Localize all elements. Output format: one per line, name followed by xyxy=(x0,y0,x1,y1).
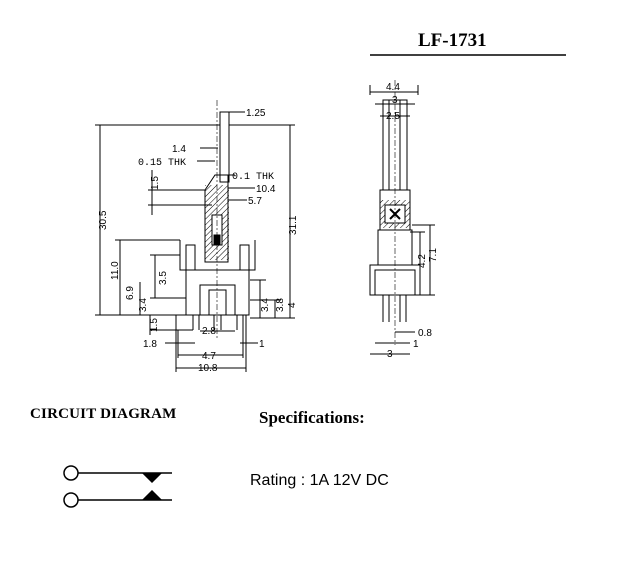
dim-10-4: 10.4 xyxy=(256,184,276,195)
dim-1-25: 1.25 xyxy=(246,108,266,119)
circuit-symbol xyxy=(63,465,172,508)
dim-0-1-thk: 0.1 THK xyxy=(232,172,274,183)
dim-1: 1 xyxy=(259,339,265,350)
dim-3-4-left: 3.4 xyxy=(138,298,149,312)
contact-arrow-bottom-icon xyxy=(142,489,162,500)
dim-3-5: 3.5 xyxy=(158,271,169,285)
side-view xyxy=(369,80,435,355)
dim-30-5: 30.5 xyxy=(98,210,109,230)
side-housing-top xyxy=(377,229,413,266)
dim-4-4: 4.4 xyxy=(386,82,400,93)
rating-text: Rating : 1A 12V DC xyxy=(250,472,389,489)
dim-31-1: 31.1 xyxy=(288,215,299,235)
front-housing-inner xyxy=(208,289,227,316)
dim-1-5-top: 1.5 xyxy=(150,176,161,190)
dim-11-0: 11.0 xyxy=(110,261,121,280)
dim-7-1: 7.1 xyxy=(428,248,439,262)
circuit-diagram-heading: CIRCUIT DIAGRAM xyxy=(30,406,177,422)
dim-4: 4 xyxy=(287,302,298,308)
dim-3-bot: 3 xyxy=(387,349,393,360)
dim-1-8: 1.8 xyxy=(143,339,157,350)
dim-4-2: 4.2 xyxy=(417,254,428,268)
contact-arrow-top-icon xyxy=(142,473,162,484)
dim-1-side: 1 xyxy=(413,339,419,350)
terminal-top-icon xyxy=(63,465,79,481)
dim-0-15-thk: 0.15 THK xyxy=(138,158,186,169)
dim-3-4-right: 3.4 xyxy=(260,298,271,312)
terminal-bottom-icon xyxy=(63,492,79,508)
specifications-heading: Specifications: xyxy=(259,408,365,427)
dim-1-5-bot: 1.5 xyxy=(149,318,160,332)
front-top-pin xyxy=(219,111,230,183)
dim-2-5: 2.5 xyxy=(386,111,400,122)
dim-5-7: 5.7 xyxy=(248,196,262,207)
front-housing-body xyxy=(185,269,250,316)
dim-10-8: 10.8 xyxy=(198,363,218,374)
dim-1-4: 1.4 xyxy=(172,144,186,155)
dim-6-9: 6.9 xyxy=(125,286,136,300)
dim-0-8: 0.8 xyxy=(418,328,432,339)
dim-4-7: 4.7 xyxy=(202,351,216,362)
dim-3-top: 3 xyxy=(392,95,398,106)
dim-2-8: 2.8 xyxy=(202,326,216,337)
part-number-title: LF-1731 xyxy=(418,30,487,51)
front-view xyxy=(95,100,295,372)
dim-3-8: 3.8 xyxy=(275,298,286,312)
